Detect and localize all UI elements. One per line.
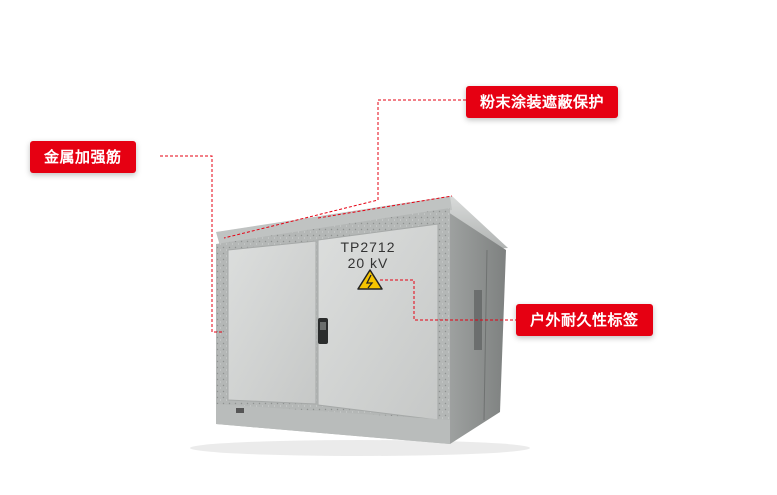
high-voltage-warning-icon [357,269,383,290]
callout-metal-reinforcement: 金属加强筋 [30,141,136,173]
cabinet-roof-front-edge [216,196,452,246]
leader-line-coating [223,99,466,239]
ground-shadow [190,440,530,456]
side-panel-seam [483,249,488,421]
leader-line-coating-roof [317,195,453,219]
door-handle-knob [320,322,326,330]
cabinet-voltage-text: 20 kV [348,255,389,271]
callout-powder-coating: 粉末涂装遮蔽保护 [466,86,619,118]
leader-line-metal [160,155,224,333]
leader-line-label [380,279,516,321]
cabinet-base [216,404,450,444]
cabinet-id-text: TP2712 [340,239,395,255]
door-handle-icon [318,318,328,344]
base-slot-left [236,408,244,413]
callout-outdoor-durable-label: 户外耐久性标签 [516,304,653,336]
left-door [227,240,317,405]
